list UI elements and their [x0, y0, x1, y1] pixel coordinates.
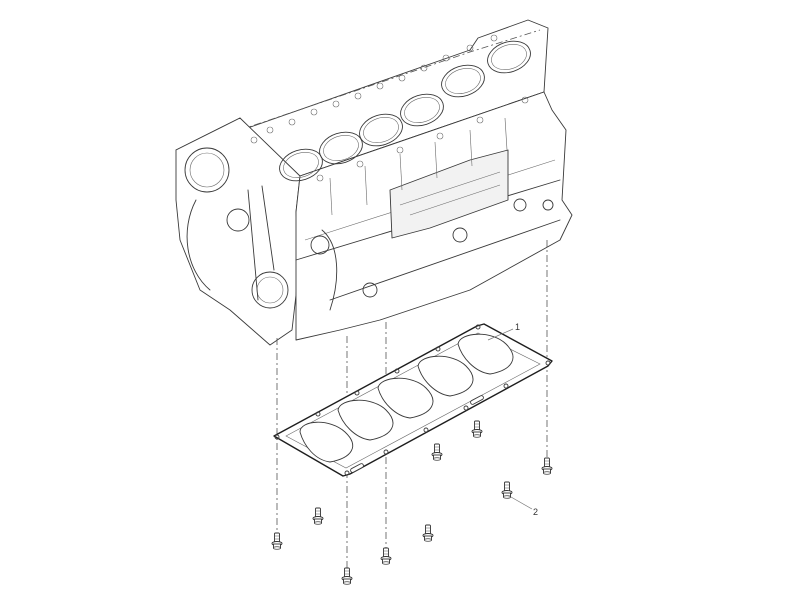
bolt [501, 481, 513, 499]
callout-label-1: 1 [515, 322, 520, 332]
oil-pan-gasket [273, 323, 553, 477]
callout-2: 2 [510, 496, 538, 517]
bolt [471, 420, 483, 438]
bolt [271, 532, 283, 550]
callout-1: 1 [487, 322, 520, 341]
cylinder-bores [279, 40, 531, 182]
bolt [431, 443, 443, 461]
bolt [341, 567, 353, 585]
bolt [380, 547, 392, 565]
engine-block [175, 19, 573, 346]
gasket-cutouts [299, 333, 514, 463]
callout-label-2: 2 [533, 507, 538, 517]
bolt [541, 457, 553, 475]
bolt [422, 524, 434, 542]
bolt [312, 507, 324, 525]
